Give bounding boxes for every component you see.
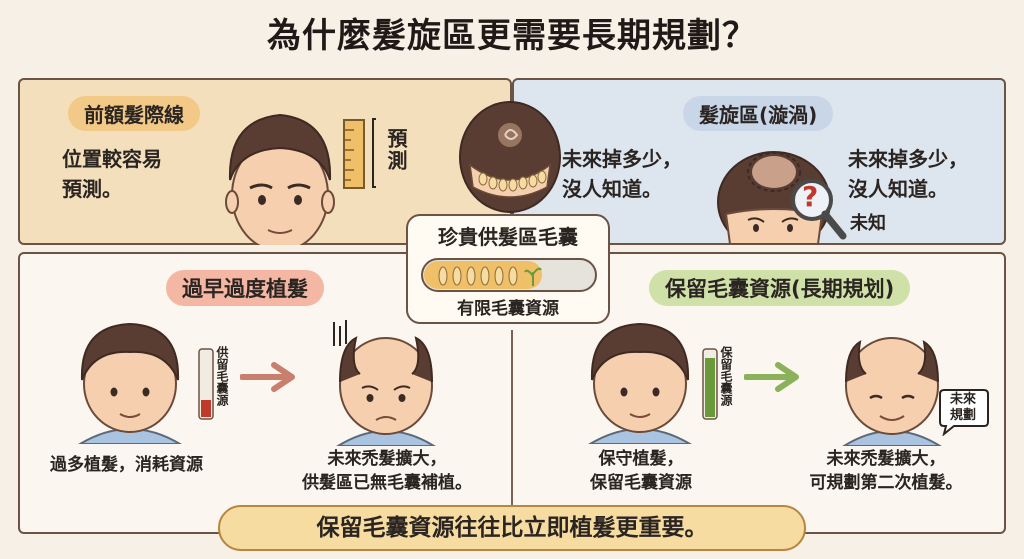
early-caption-right-line1: 未來禿髮擴大， [327,449,447,469]
young-man-full-hair-illustration [78,322,182,444]
preserve-caption-left-line2: 保留毛囊資源 [590,473,692,493]
follicle-supply-bar [421,258,597,292]
crown-heading: 髮旋區(漩渦) [683,96,834,131]
ruler-icon [343,119,365,189]
question-mark-icon: ? [802,180,819,213]
bubble-line2: 規劃 [949,408,976,423]
follicle-box-title: 珍貴供髮區毛囊 [438,225,578,249]
early-caption-right-line2: 供髮區已無毛囊補植。 [302,473,472,493]
arrow-right-icon [240,362,295,392]
early-caption-left: 過多植髮，消耗資源 [50,455,203,475]
conclusion-banner: 保留毛囊資源往往比立即植髮更重要。 [218,505,806,551]
crown-left-line1: 未來掉多少， [562,147,682,171]
crown-right-line1: 未來掉多少， [848,147,968,171]
preserve-caption-left-line1: 保守植髮， [598,449,684,469]
preserve-heading: 保留毛囊資源(長期規划) [649,270,911,306]
full-gauge-label: 保留毛囊源 [719,346,733,406]
hairline-desc-line2: 預測。 [62,177,122,201]
ruler-bracket [372,118,376,188]
hairline-desc-line1: 位置較容易 [62,147,162,171]
crown-left-line2: 沒人知道。 [562,177,662,201]
preserve-caption-right-line1: 未來禿髮擴大， [826,449,946,469]
panel-divider [511,330,513,525]
young-man-preserve-illustration [588,322,692,444]
arrow-right-icon [744,362,799,392]
balding-man-calm-illustration [842,337,942,446]
hairline-heading: 前額髮際線 [68,96,200,131]
low-follicle-gauge [198,348,214,420]
preserve-caption-right-line2: 可規劃第二次植髮。 [809,473,963,493]
low-gauge-label: 供留毛囊源 [215,346,229,406]
man-front-face-illustration [225,113,335,245]
speech-bubble-icon [939,389,989,436]
bubble-line1: 未來 [949,392,976,407]
follicle-box-subtitle: 有限毛囊資源 [457,299,559,319]
unknown-label: 未知 [850,213,886,234]
full-follicle-gauge [702,348,718,420]
head-back-illustration [459,101,561,213]
balding-man-sad-illustration [333,320,436,446]
early-transplant-heading: 過早過度植髮 [166,270,324,306]
page-title: 為什麼髮旋區更需要長期規劃？ [267,16,757,56]
crown-right-line2: 沒人知道。 [848,177,948,201]
magnifier-icon [791,179,847,240]
ruler-label: 預測 [384,128,408,172]
man-worried-crown-illustration [717,151,831,244]
